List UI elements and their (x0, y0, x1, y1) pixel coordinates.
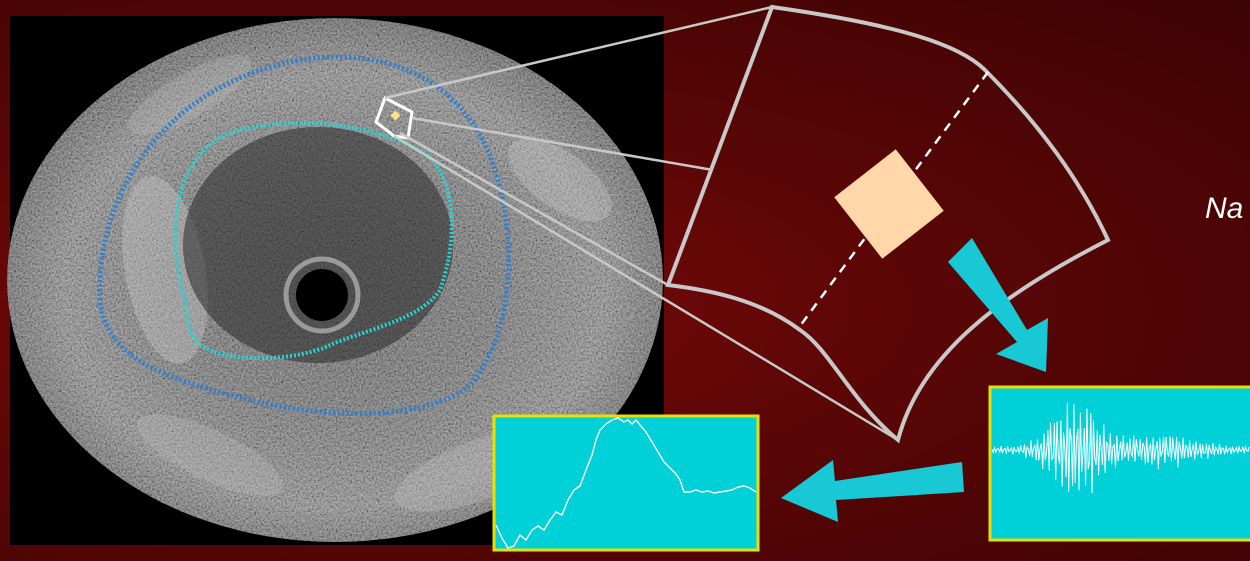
side-label: Na (1205, 192, 1243, 226)
spectrum-panel (494, 416, 758, 550)
arrow-left-icon (781, 460, 964, 522)
rf-signal-panel (990, 387, 1250, 540)
catheter-lumen (296, 269, 348, 321)
roi-box (834, 149, 943, 258)
arrow-down-right-icon (948, 238, 1048, 372)
